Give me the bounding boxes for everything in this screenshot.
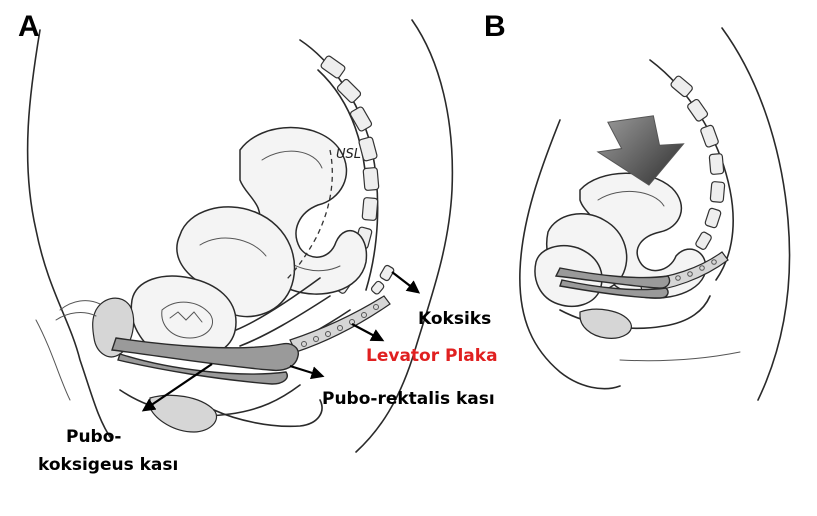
panel-b-letter: B: [484, 10, 506, 43]
panel-a-body-outline: [28, 30, 112, 440]
usl-label: USL: [336, 147, 361, 162]
levator-plaka-pointer: [352, 324, 382, 340]
pubo-koksigeus-label-line2: koksigeus kası: [38, 455, 178, 475]
panel-b-illustration: [520, 28, 790, 400]
levator-plaka-label: Levator Plaka: [366, 346, 498, 366]
pubo-rektalis-pointer: [290, 366, 322, 376]
panel-b-back-outline: [722, 28, 790, 400]
panel-a-letter: A: [18, 10, 40, 43]
koksiks-pointer: [392, 272, 418, 292]
pubo-koksigeus-label-line1: Pubo-: [66, 427, 121, 447]
koksiks-label: Koksiks: [418, 309, 491, 329]
pubo-rektalis-label: Pubo-rektalis kası: [322, 389, 495, 409]
panel-a-illustration: [28, 20, 453, 452]
